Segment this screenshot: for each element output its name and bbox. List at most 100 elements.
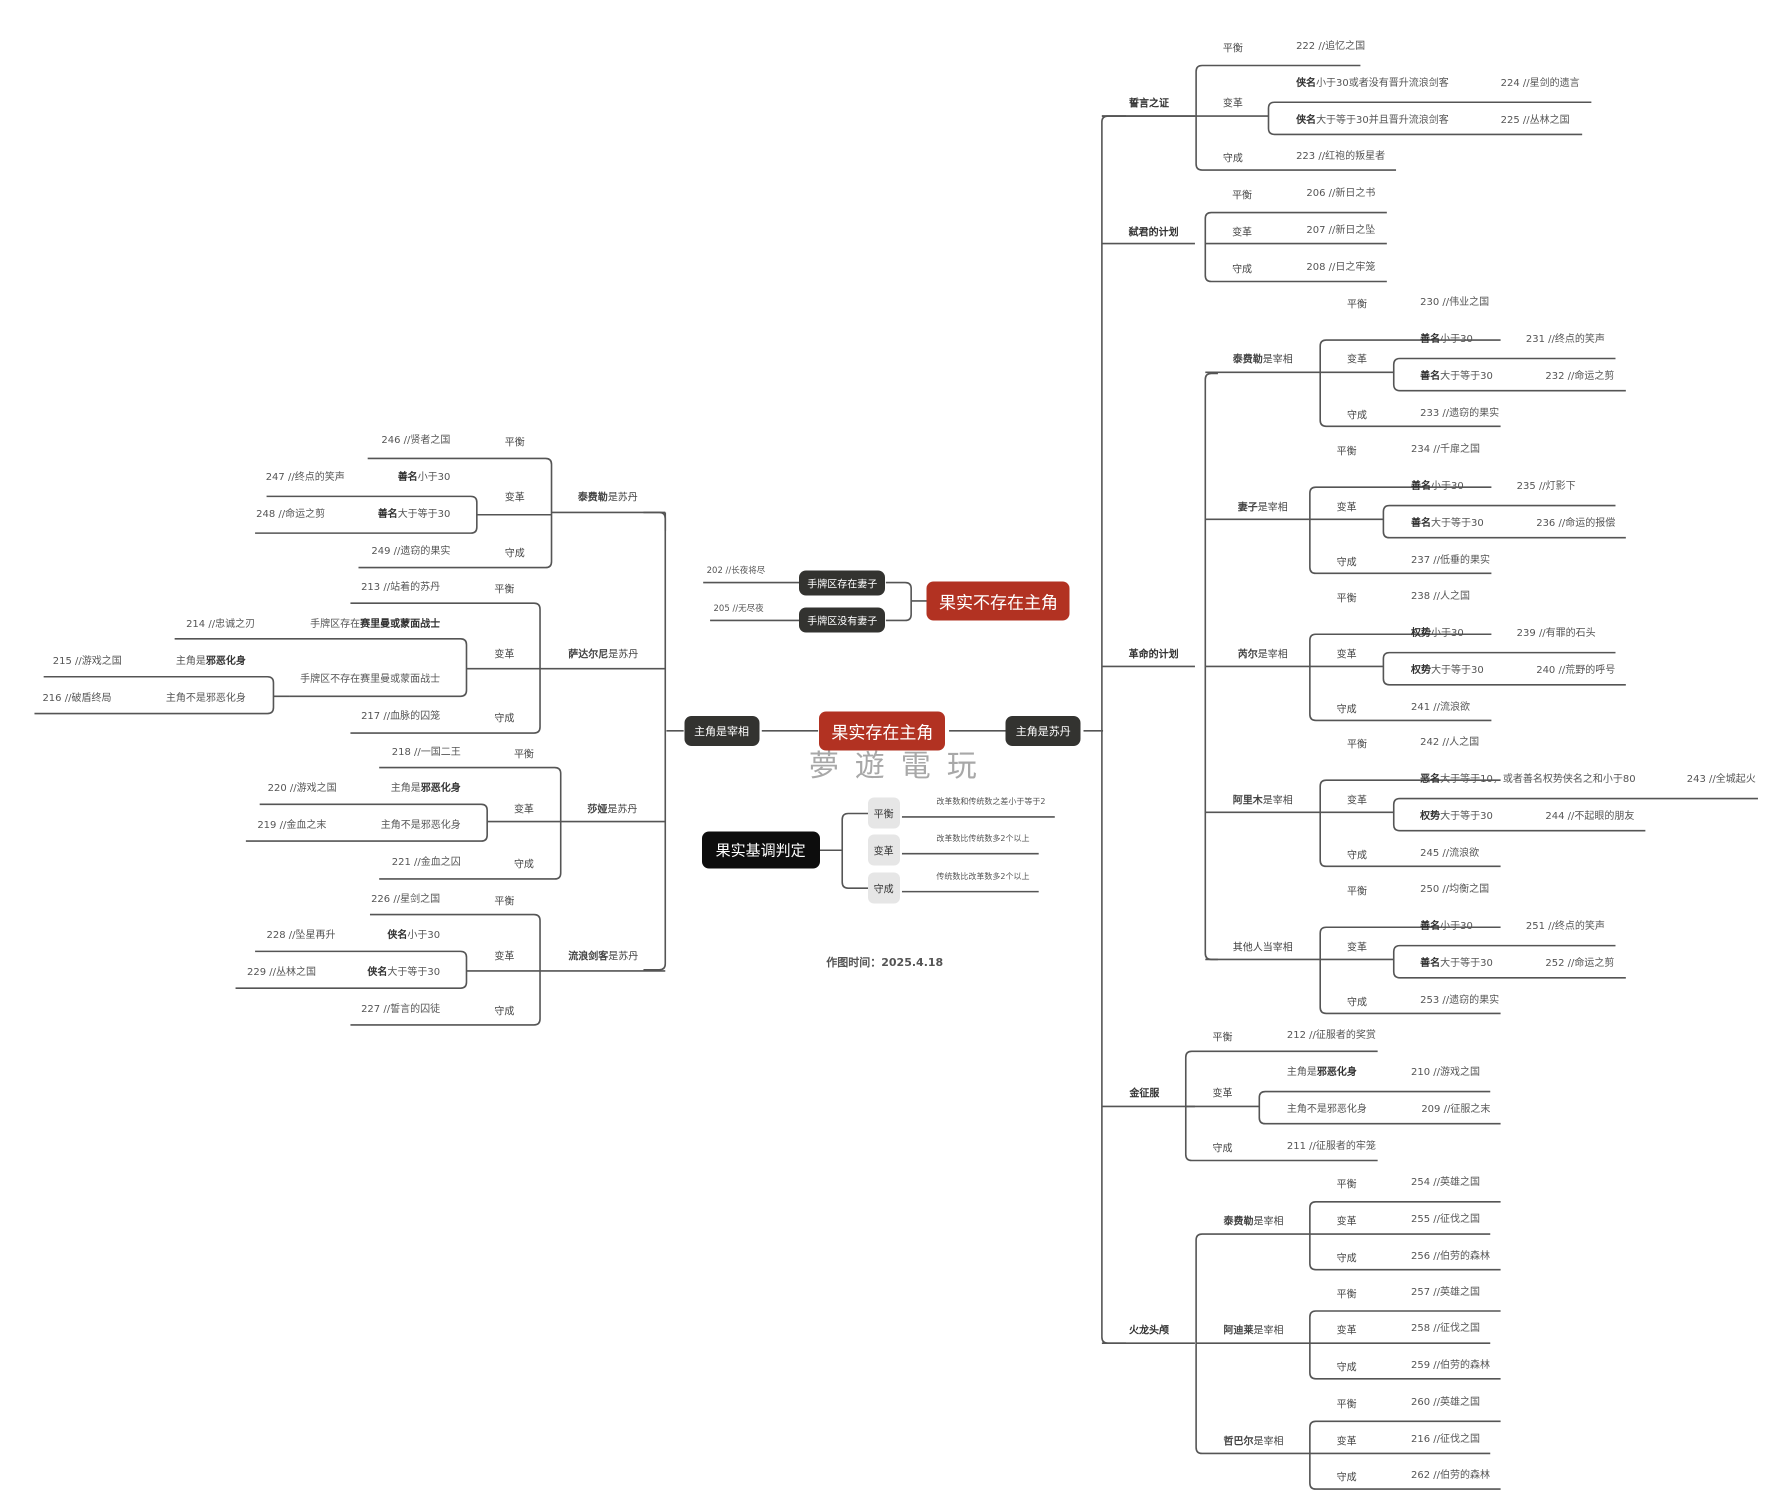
tone-balance[interactable]: 平衡 <box>504 437 525 449</box>
tone-reform[interactable]: 变革 <box>494 951 515 963</box>
bracket-line <box>379 766 562 880</box>
tone-conserve[interactable]: 守成 <box>1212 1143 1233 1155</box>
sultan-sub-branch[interactable]: 泰费勒是苏丹 <box>578 489 638 504</box>
tone-balance[interactable]: 平衡 <box>1336 1179 1357 1191</box>
ending-result: 213 //站着的苏丹 <box>361 582 441 594</box>
text: 大于等于10，或者善名权势侠名之和小于80 <box>1440 774 1636 786</box>
branch-node-chancellor[interactable]: 主角是宰相 <box>684 715 760 746</box>
tone-reform[interactable]: 变革 <box>1212 1088 1233 1100</box>
tone-balance[interactable]: 平衡 <box>494 896 515 908</box>
revolution-sub-branch[interactable]: 其他人当宰相 <box>1233 938 1293 953</box>
revolution-sub-branch[interactable]: 阿里木是宰相 <box>1233 791 1293 806</box>
hand-condition-node[interactable]: 手牌区没有妻子 <box>799 607 886 633</box>
text: 大于等于30 <box>1440 810 1493 822</box>
branch-name-bold: 泰费勒 <box>1223 1216 1254 1228</box>
condition-text: 善名大于等于30 <box>1420 370 1493 384</box>
condition-text: 善名小于30 <box>1420 920 1473 934</box>
text: 大于等于30 <box>1440 958 1493 969</box>
sultan-sub-branch[interactable]: 萨达尔尼是苏丹 <box>568 645 638 660</box>
branch-oath[interactable]: 誓言之证 <box>1129 98 1169 110</box>
text: 小于30 <box>417 471 451 483</box>
branch-node-sultan[interactable]: 主角是苏丹 <box>1005 715 1081 746</box>
tone-reform[interactable]: 变革 <box>1346 354 1367 366</box>
revolution-sub-branch[interactable]: 泰费勒是宰相 <box>1233 351 1293 366</box>
tone-rule-node[interactable]: 果实基调判定 <box>701 831 820 869</box>
tone-balance[interactable]: 平衡 <box>1346 886 1367 898</box>
no-protagonist-node[interactable]: 果实不存在主角 <box>926 581 1070 621</box>
text: 小于30 <box>1440 921 1473 933</box>
tone-conserve[interactable]: 守成 <box>1346 410 1367 422</box>
fire-dragon-sub-branch[interactable]: 泰费勒是宰相 <box>1224 1213 1284 1228</box>
tone-conserve[interactable]: 守成 <box>1346 997 1367 1009</box>
tone-rule-balance[interactable]: 平衡 <box>867 797 900 829</box>
branch-gold-conquest[interactable]: 金征服 <box>1129 1088 1160 1100</box>
branch-fire-dragon-head[interactable]: 火龙头颅 <box>1129 1325 1169 1337</box>
root-node[interactable]: 果实存在主角 <box>819 711 946 751</box>
ending-result: 218 //一国二王 <box>391 746 461 758</box>
bracket-line <box>1309 1201 1501 1271</box>
tone-reform[interactable]: 变革 <box>1232 227 1253 239</box>
tone-reform[interactable]: 变革 <box>1336 1216 1357 1228</box>
hand-condition-node[interactable]: 手牌区存在妻子 <box>799 570 886 596</box>
tone-balance[interactable]: 平衡 <box>1222 43 1243 55</box>
tone-balance[interactable]: 平衡 <box>1336 446 1357 458</box>
tone-rule-conserve[interactable]: 守成 <box>867 872 900 904</box>
branch-revolution[interactable]: 革命的计划 <box>1128 649 1179 661</box>
ending-result: 222 //追忆之国 <box>1296 41 1366 53</box>
tone-balance[interactable]: 平衡 <box>1232 190 1253 202</box>
tone-reform[interactable]: 变革 <box>504 492 525 504</box>
tone-reform[interactable]: 变革 <box>513 804 534 816</box>
tone-reform[interactable]: 变革 <box>494 649 515 661</box>
ending-result: 228 //坠星再升 <box>266 930 336 942</box>
tone-reform[interactable]: 变革 <box>1336 1325 1357 1337</box>
condition-text: 手牌区存在赛里曼或蒙面战士 <box>310 618 440 632</box>
tone-balance[interactable]: 平衡 <box>1336 593 1357 605</box>
bracket-line <box>1392 944 1626 979</box>
ending-result: 244 //不起眼的朋友 <box>1545 810 1635 822</box>
tone-rule-reform[interactable]: 变革 <box>867 834 900 866</box>
tone-conserve[interactable]: 守成 <box>1336 1253 1357 1265</box>
tone-conserve[interactable]: 守成 <box>1336 1472 1357 1484</box>
sultan-sub-branch[interactable]: 流浪剑客是苏丹 <box>568 947 638 962</box>
text: 大于等于30并且晋升流浪剑客 <box>1316 114 1449 126</box>
tone-conserve[interactable]: 守成 <box>494 1006 515 1018</box>
bold-keyword: 邪恶化身 <box>205 655 246 667</box>
tone-conserve[interactable]: 守成 <box>494 713 515 725</box>
tone-reform[interactable]: 变革 <box>1346 942 1367 954</box>
tone-reform[interactable]: 变革 <box>1336 502 1357 514</box>
tone-balance[interactable]: 平衡 <box>1336 1399 1357 1411</box>
ending-result: 243 //全城起火 <box>1686 774 1756 786</box>
tone-conserve[interactable]: 守成 <box>1336 1362 1357 1374</box>
tone-conserve[interactable]: 守成 <box>1336 704 1357 716</box>
tone-conserve[interactable]: 守成 <box>1336 557 1357 569</box>
tone-balance[interactable]: 平衡 <box>494 584 515 596</box>
revolution-sub-branch[interactable]: 妻子是宰相 <box>1238 498 1288 513</box>
tone-balance[interactable]: 平衡 <box>1346 739 1367 751</box>
ending-result: 219 //金血之末 <box>257 820 327 832</box>
sultan-sub-branch[interactable]: 莎娅是苏丹 <box>587 800 637 815</box>
tone-conserve[interactable]: 守成 <box>504 548 525 560</box>
tone-balance[interactable]: 平衡 <box>1346 299 1367 311</box>
revolution-sub-branch[interactable]: 芮尔是宰相 <box>1238 645 1288 660</box>
fire-dragon-sub-branch[interactable]: 阿迪莱是宰相 <box>1224 1322 1284 1337</box>
tone-reform[interactable]: 变革 <box>1222 98 1243 110</box>
tone-balance[interactable]: 平衡 <box>513 749 534 761</box>
tone-conserve[interactable]: 守成 <box>513 859 534 871</box>
ending-result: 212 //征服者的奖赏 <box>1286 1030 1376 1042</box>
branch-name-suffix: 是宰相 <box>1253 1436 1284 1448</box>
tone-reform[interactable]: 变革 <box>1336 1436 1357 1448</box>
tone-balance[interactable]: 平衡 <box>1336 1289 1357 1301</box>
bracket-line <box>1392 797 1758 832</box>
ending-result: 236 //命运的报偿 <box>1536 517 1616 529</box>
tone-conserve[interactable]: 守成 <box>1222 153 1243 165</box>
tone-conserve[interactable]: 守成 <box>1346 850 1367 862</box>
branch-regicide[interactable]: 弑君的计划 <box>1128 227 1179 239</box>
fire-dragon-sub-branch[interactable]: 哲巴尔是宰相 <box>1224 1432 1284 1447</box>
tone-conserve[interactable]: 守成 <box>1232 264 1253 276</box>
tone-balance[interactable]: 平衡 <box>1212 1032 1233 1044</box>
tone-reform[interactable]: 变革 <box>1336 649 1357 661</box>
bold-keyword: 善名 <box>377 508 398 520</box>
branch-name-suffix: 是苏丹 <box>607 492 638 504</box>
tone-reform[interactable]: 变革 <box>1346 795 1367 807</box>
bold-keyword: 权势 <box>1420 810 1441 822</box>
